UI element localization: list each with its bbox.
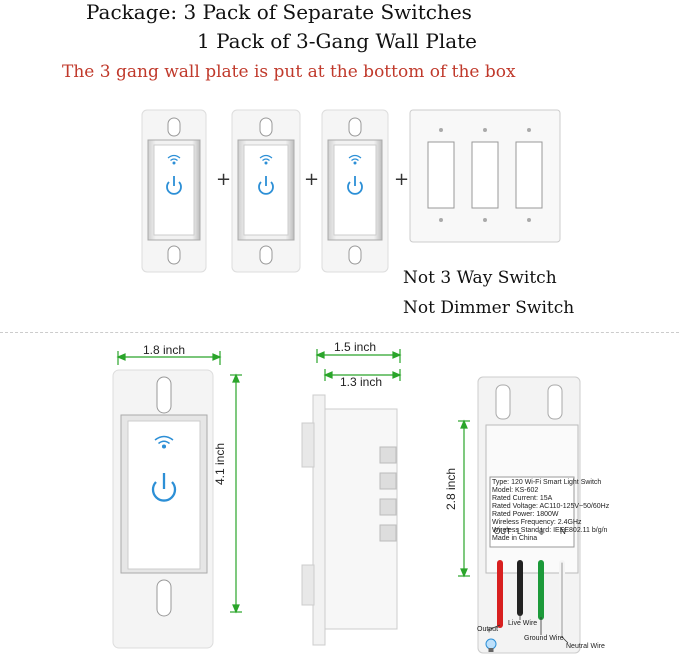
plus-sign: + — [394, 169, 409, 190]
neutral-wire-label: Neutral Wire — [566, 643, 605, 650]
power-icon — [166, 176, 182, 195]
depth-dimension-lines — [315, 349, 402, 381]
wifi-icon — [154, 435, 174, 449]
terminal-ground-mark: ⏚ — [537, 528, 547, 538]
spec-label: Type: 120 Wi-Fi Smart Light Switch Model… — [492, 479, 610, 543]
spec-line: Rated Current: 15A — [492, 495, 553, 502]
live-wire-label: Live Wire — [508, 620, 538, 627]
power-icon — [151, 473, 177, 502]
wire-leader-lines — [487, 613, 569, 644]
power-icon — [258, 176, 274, 195]
width-dimension-label: 1.8 inch — [143, 343, 186, 357]
not-3-way-note: Not 3 Way Switch — [403, 268, 557, 288]
depth-body-label: 1.3 inch — [340, 375, 383, 389]
section-divider — [0, 332, 679, 333]
output-wire-label: Output — [477, 626, 499, 633]
three-gang-wall-plate — [409, 109, 561, 243]
height-dimension-label: 4.1 inch — [213, 442, 227, 485]
spec-line: Model: KS-602 — [492, 487, 539, 494]
terminal-out-mark: OUT — [494, 527, 511, 536]
switch-unit-3 — [321, 109, 389, 273]
ground-wire-label: Ground Wire — [524, 635, 564, 642]
depth-total-label: 1.5 inch — [334, 340, 377, 354]
height-dimension-line — [230, 373, 242, 614]
spec-line: Wireless Standard: IEEE802.11 b/g/n — [492, 527, 608, 534]
back-height-dimension-line — [458, 419, 470, 578]
switch-unit-1 — [141, 109, 207, 273]
package-title-line1: Package: 3 Pack of Separate Switches — [86, 0, 472, 24]
wires — [497, 560, 565, 640]
spec-line: Rated Power: 1800W — [492, 511, 559, 518]
spec-line: Rated Voltage: AC110-125V~50/60Hz — [492, 503, 610, 510]
wifi-icon — [259, 154, 273, 165]
back-height-label: 2.8 inch — [444, 467, 458, 510]
front-view-switch — [112, 369, 214, 649]
package-title-line2: 1 Pack of 3-Gang Wall Plate — [197, 29, 478, 53]
wifi-icon — [348, 154, 362, 165]
spec-line: Made in China — [492, 535, 538, 542]
terminal-live-mark: L — [517, 527, 522, 536]
width-dimension-line — [116, 351, 222, 365]
power-icon — [347, 176, 363, 195]
spec-line: Wireless Frequency: 2.4GHz — [492, 519, 582, 526]
wifi-icon — [167, 154, 181, 165]
dimensions-illustration — [112, 349, 581, 654]
terminal-neutral-mark: N — [560, 527, 566, 536]
spec-line: Type: 120 Wi-Fi Smart Light Switch — [492, 479, 602, 486]
side-view-switch — [301, 394, 398, 646]
not-dimmer-note: Not Dimmer Switch — [403, 298, 575, 318]
bulb-icon — [485, 638, 497, 652]
plus-sign: + — [216, 169, 231, 190]
package-contents-illustration: + + + — [141, 109, 561, 273]
plus-sign: + — [304, 169, 319, 190]
box-note: The 3 gang wall plate is put at the bott… — [62, 62, 516, 82]
back-view-switch — [477, 376, 581, 654]
switch-unit-2 — [231, 109, 301, 273]
